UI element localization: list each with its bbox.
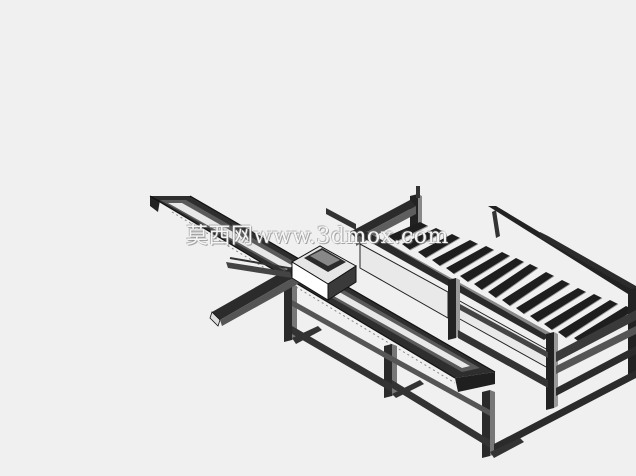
rail-legs bbox=[284, 284, 495, 458]
torch-carriage bbox=[291, 245, 357, 301]
table-slats bbox=[388, 222, 634, 344]
cantilever-arm bbox=[209, 257, 312, 327]
base-feet bbox=[292, 326, 524, 458]
cutting-table bbox=[356, 206, 636, 452]
slat-highlights bbox=[395, 225, 619, 339]
